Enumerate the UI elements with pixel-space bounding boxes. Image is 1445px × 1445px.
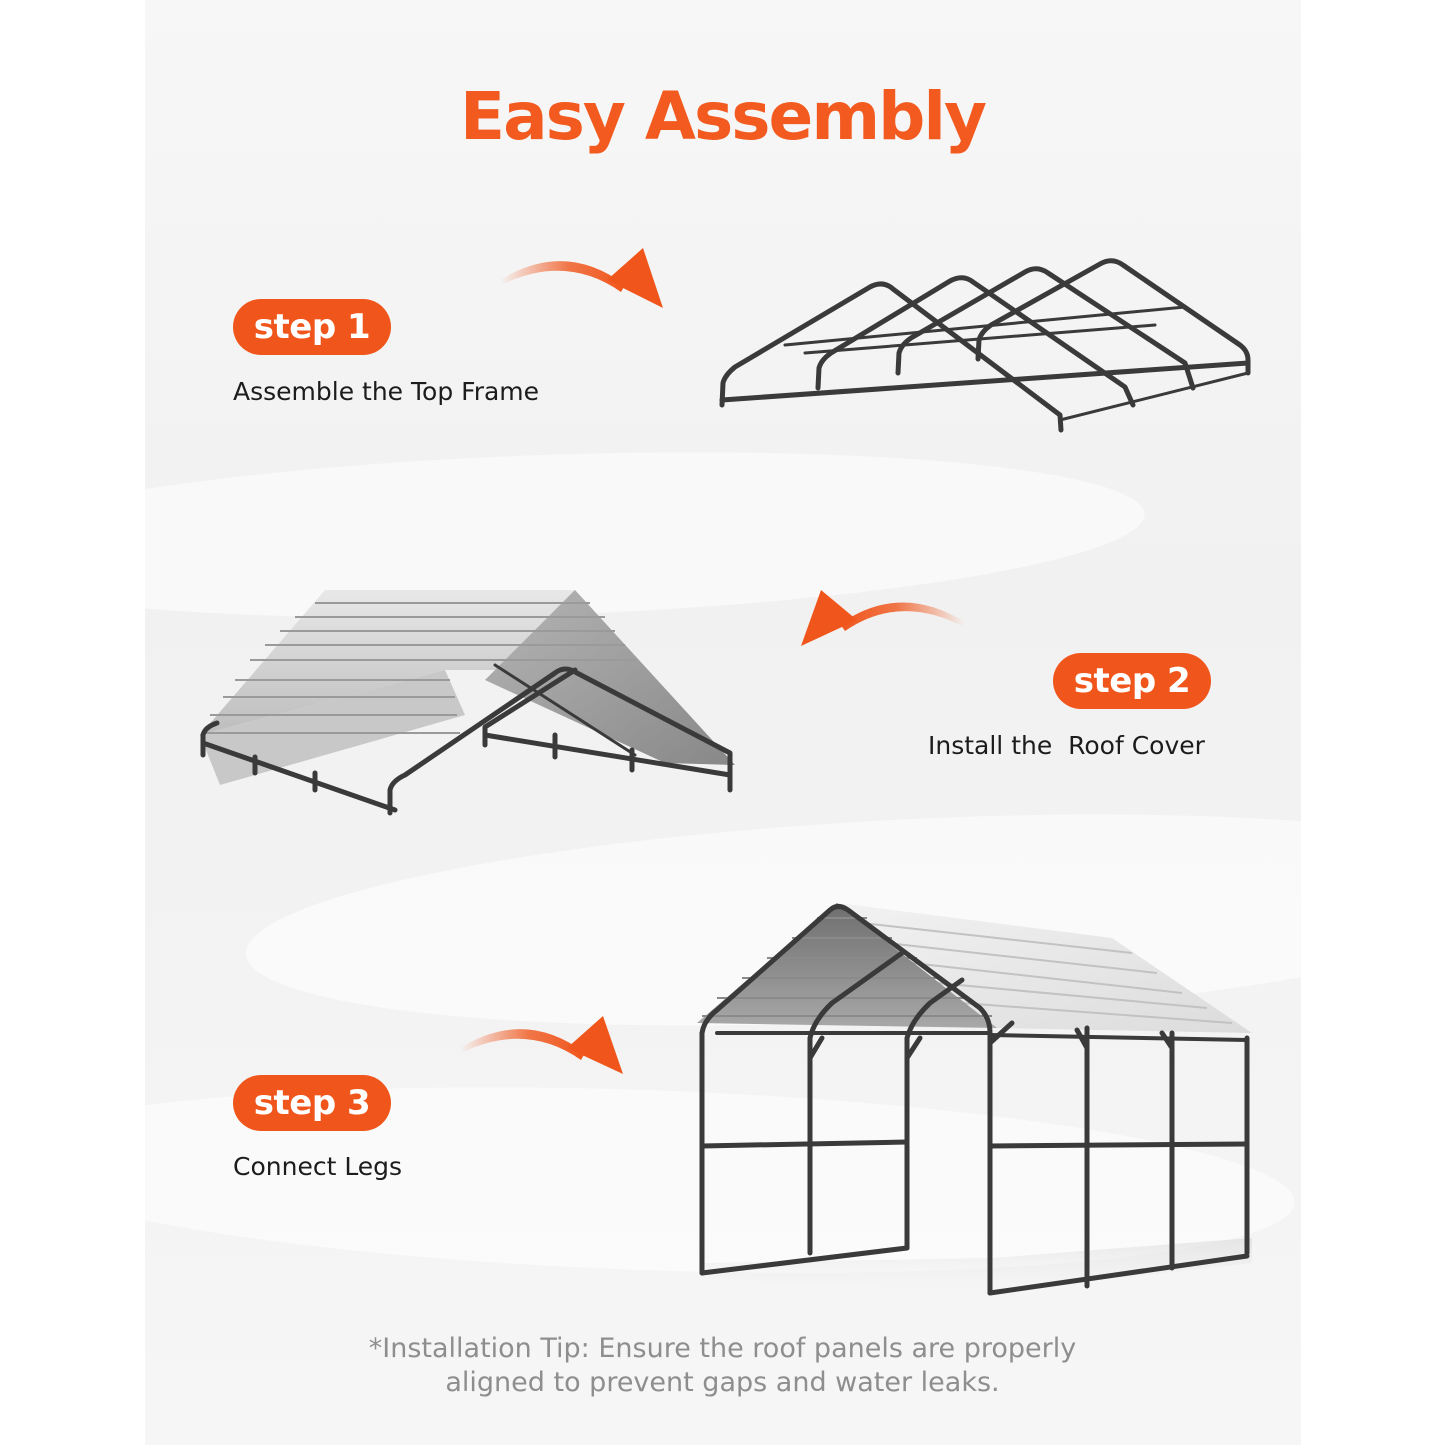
step-3-badge: step 3	[233, 1075, 391, 1131]
installation-tip-line-1: *Installation Tip: Ensure the roof panel…	[368, 1333, 1077, 1364]
carport-top-frame-illustration	[719, 258, 1251, 433]
step-2-badge: step 2	[1053, 653, 1211, 709]
step-1-badge: step 1	[233, 299, 391, 355]
step-3-caption: Connect Legs	[233, 1152, 403, 1181]
step-2-caption: Install the Roof Cover	[928, 731, 1205, 760]
page-title: Easy Assembly	[460, 78, 987, 155]
installation-tip-line-2: aligned to prevent gaps and water leaks.	[445, 1367, 1000, 1398]
curved-arrow-icon	[460, 1016, 623, 1074]
curved-arrow-icon	[801, 590, 965, 646]
carport-roof-cover-illustration	[200, 590, 735, 816]
installation-tip: *Installation Tip: Ensure the roof panel…	[0, 1332, 1445, 1400]
curved-arrow-icon	[500, 248, 663, 308]
step-1-caption: Assemble the Top Frame	[233, 377, 540, 406]
carport-complete-illustration	[697, 903, 1252, 1296]
